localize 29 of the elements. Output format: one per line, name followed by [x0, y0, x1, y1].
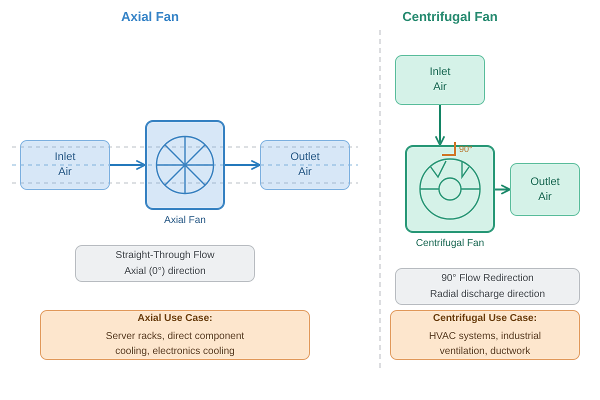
card-heading: Centrifugal Use Case: [433, 312, 537, 326]
arrow [110, 160, 146, 170]
angle-label: 90° [459, 143, 473, 155]
airflow-box [260, 140, 350, 190]
box-label: Outlet Air [530, 174, 560, 204]
use-case-card [390, 310, 580, 360]
card-text: Server racks, direct component cooling, electronics cooling [104, 330, 246, 359]
fan-caption: Axial Fan [164, 215, 206, 227]
box-label: Inlet Air [430, 65, 450, 95]
airflow-box [20, 140, 110, 190]
arrow [225, 160, 261, 170]
note-heading: Straight-Through Flow [116, 248, 214, 262]
fan-caption: Centrifugal Fan [416, 238, 484, 250]
airflow-box [395, 55, 485, 105]
card-heading: Axial Use Case: [137, 312, 213, 326]
use-case-card [40, 310, 310, 360]
flow-note-box [75, 245, 255, 282]
arrow [435, 105, 445, 146]
note-text: Radial discharge direction [430, 288, 546, 302]
box-label: Inlet Air [54, 150, 76, 180]
arrow [495, 184, 511, 194]
flow-note-box [395, 268, 580, 305]
box-label: Outlet Air [290, 150, 320, 180]
card-text: HVAC systems, industrial ventilation, ductwork [428, 330, 542, 359]
section-heading: Axial Fan [121, 9, 179, 25]
airflow-box [510, 163, 580, 216]
note-text: Axial (0°) direction [124, 264, 206, 278]
note-heading: 90° Flow Redirection [441, 272, 534, 286]
section-heading: Centrifugal Fan [402, 9, 498, 25]
